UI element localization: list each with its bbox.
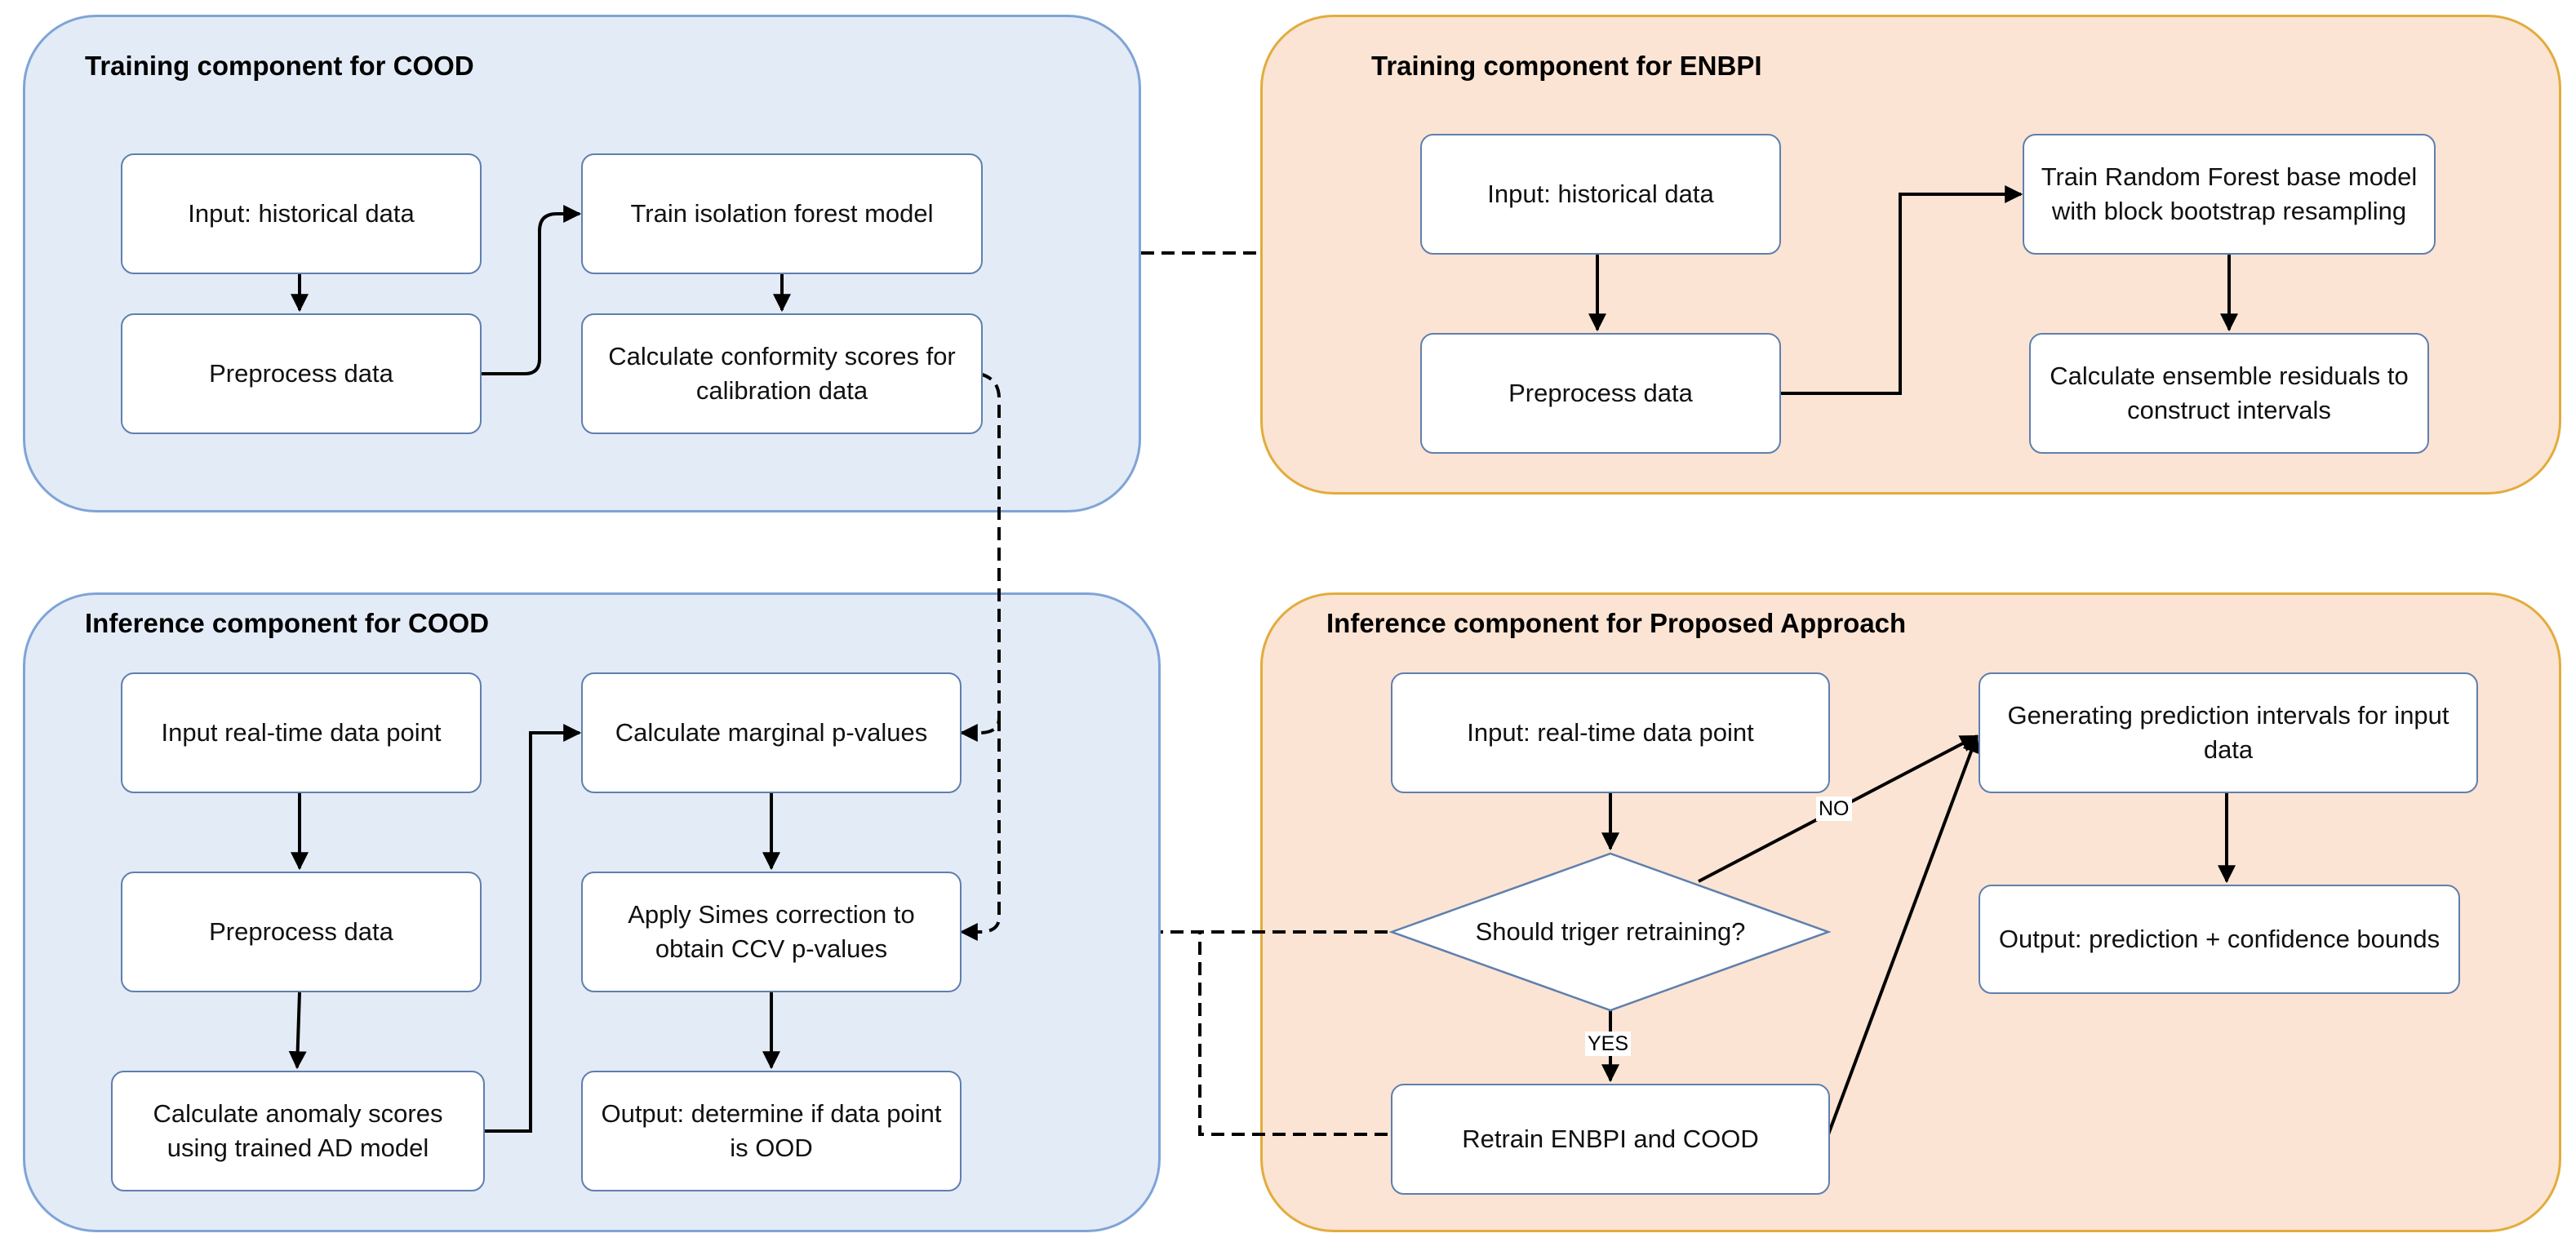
- edge-dashed-retrain-link: [1198, 932, 1388, 1136]
- node-ic-anomaly: Calculate anomaly scores using trained A…: [111, 1071, 485, 1191]
- panel-title-training-cood: Training component for COOD: [85, 51, 474, 81]
- node-te-preprocess: Preprocess data: [1420, 333, 1781, 454]
- edge-ip-retrain-to-generate: [1827, 734, 1980, 1135]
- node-te-train-rf: Train Random Forest base model with bloc…: [2023, 134, 2436, 255]
- node-ip-decision-label: Should triger retraining?: [1475, 917, 1746, 946]
- edge-label-yes: YES: [1585, 1032, 1632, 1056]
- node-tc-preprocess: Preprocess data: [121, 313, 482, 434]
- node-ic-simes: Apply Simes correction to obtain CCV p-v…: [581, 872, 962, 992]
- node-ic-marginal: Calculate marginal p-values: [581, 672, 962, 793]
- node-tc-conformity: Calculate conformity scores for calibrat…: [581, 313, 983, 434]
- edge-ic-anomaly-to-marginal: [485, 724, 582, 1133]
- edge-tc-preprocess-to-train: [482, 205, 582, 375]
- edge-te-preprocess-to-train: [1781, 185, 2023, 395]
- node-ip-input: Input: real-time data point: [1391, 672, 1830, 793]
- node-te-input: Input: historical data: [1420, 134, 1781, 255]
- edge-ic-preprocess-to-anomaly: [288, 992, 307, 1070]
- panel-title-inference-cood: Inference component for COOD: [85, 608, 490, 638]
- panel-title-inference-proposed: Inference component for Proposed Approac…: [1326, 608, 1907, 638]
- edge-dashed-conformity-to-simes: [959, 718, 1001, 941]
- node-ic-output: Output: determine if data point is OOD: [581, 1071, 962, 1191]
- node-ip-generate: Generating prediction intervals for inpu…: [1979, 672, 2478, 793]
- panel-title-training-enbpi: Training component for ENBPI: [1371, 51, 1762, 81]
- node-tc-train-iforest: Train isolation forest model: [581, 153, 983, 274]
- node-ic-preprocess: Preprocess data: [121, 872, 482, 992]
- decision-diamond: [1388, 852, 1832, 1012]
- edge-label-no: NO: [1816, 796, 1852, 821]
- node-ic-input: Input real-time data point: [121, 672, 482, 793]
- node-te-residuals: Calculate ensemble residuals to construc…: [2029, 333, 2429, 454]
- node-ip-retrain: Retrain ENBPI and COOD: [1391, 1084, 1830, 1195]
- node-ip-output: Output: prediction + confidence bounds: [1979, 885, 2460, 994]
- node-tc-input: Input: historical data: [121, 153, 482, 274]
